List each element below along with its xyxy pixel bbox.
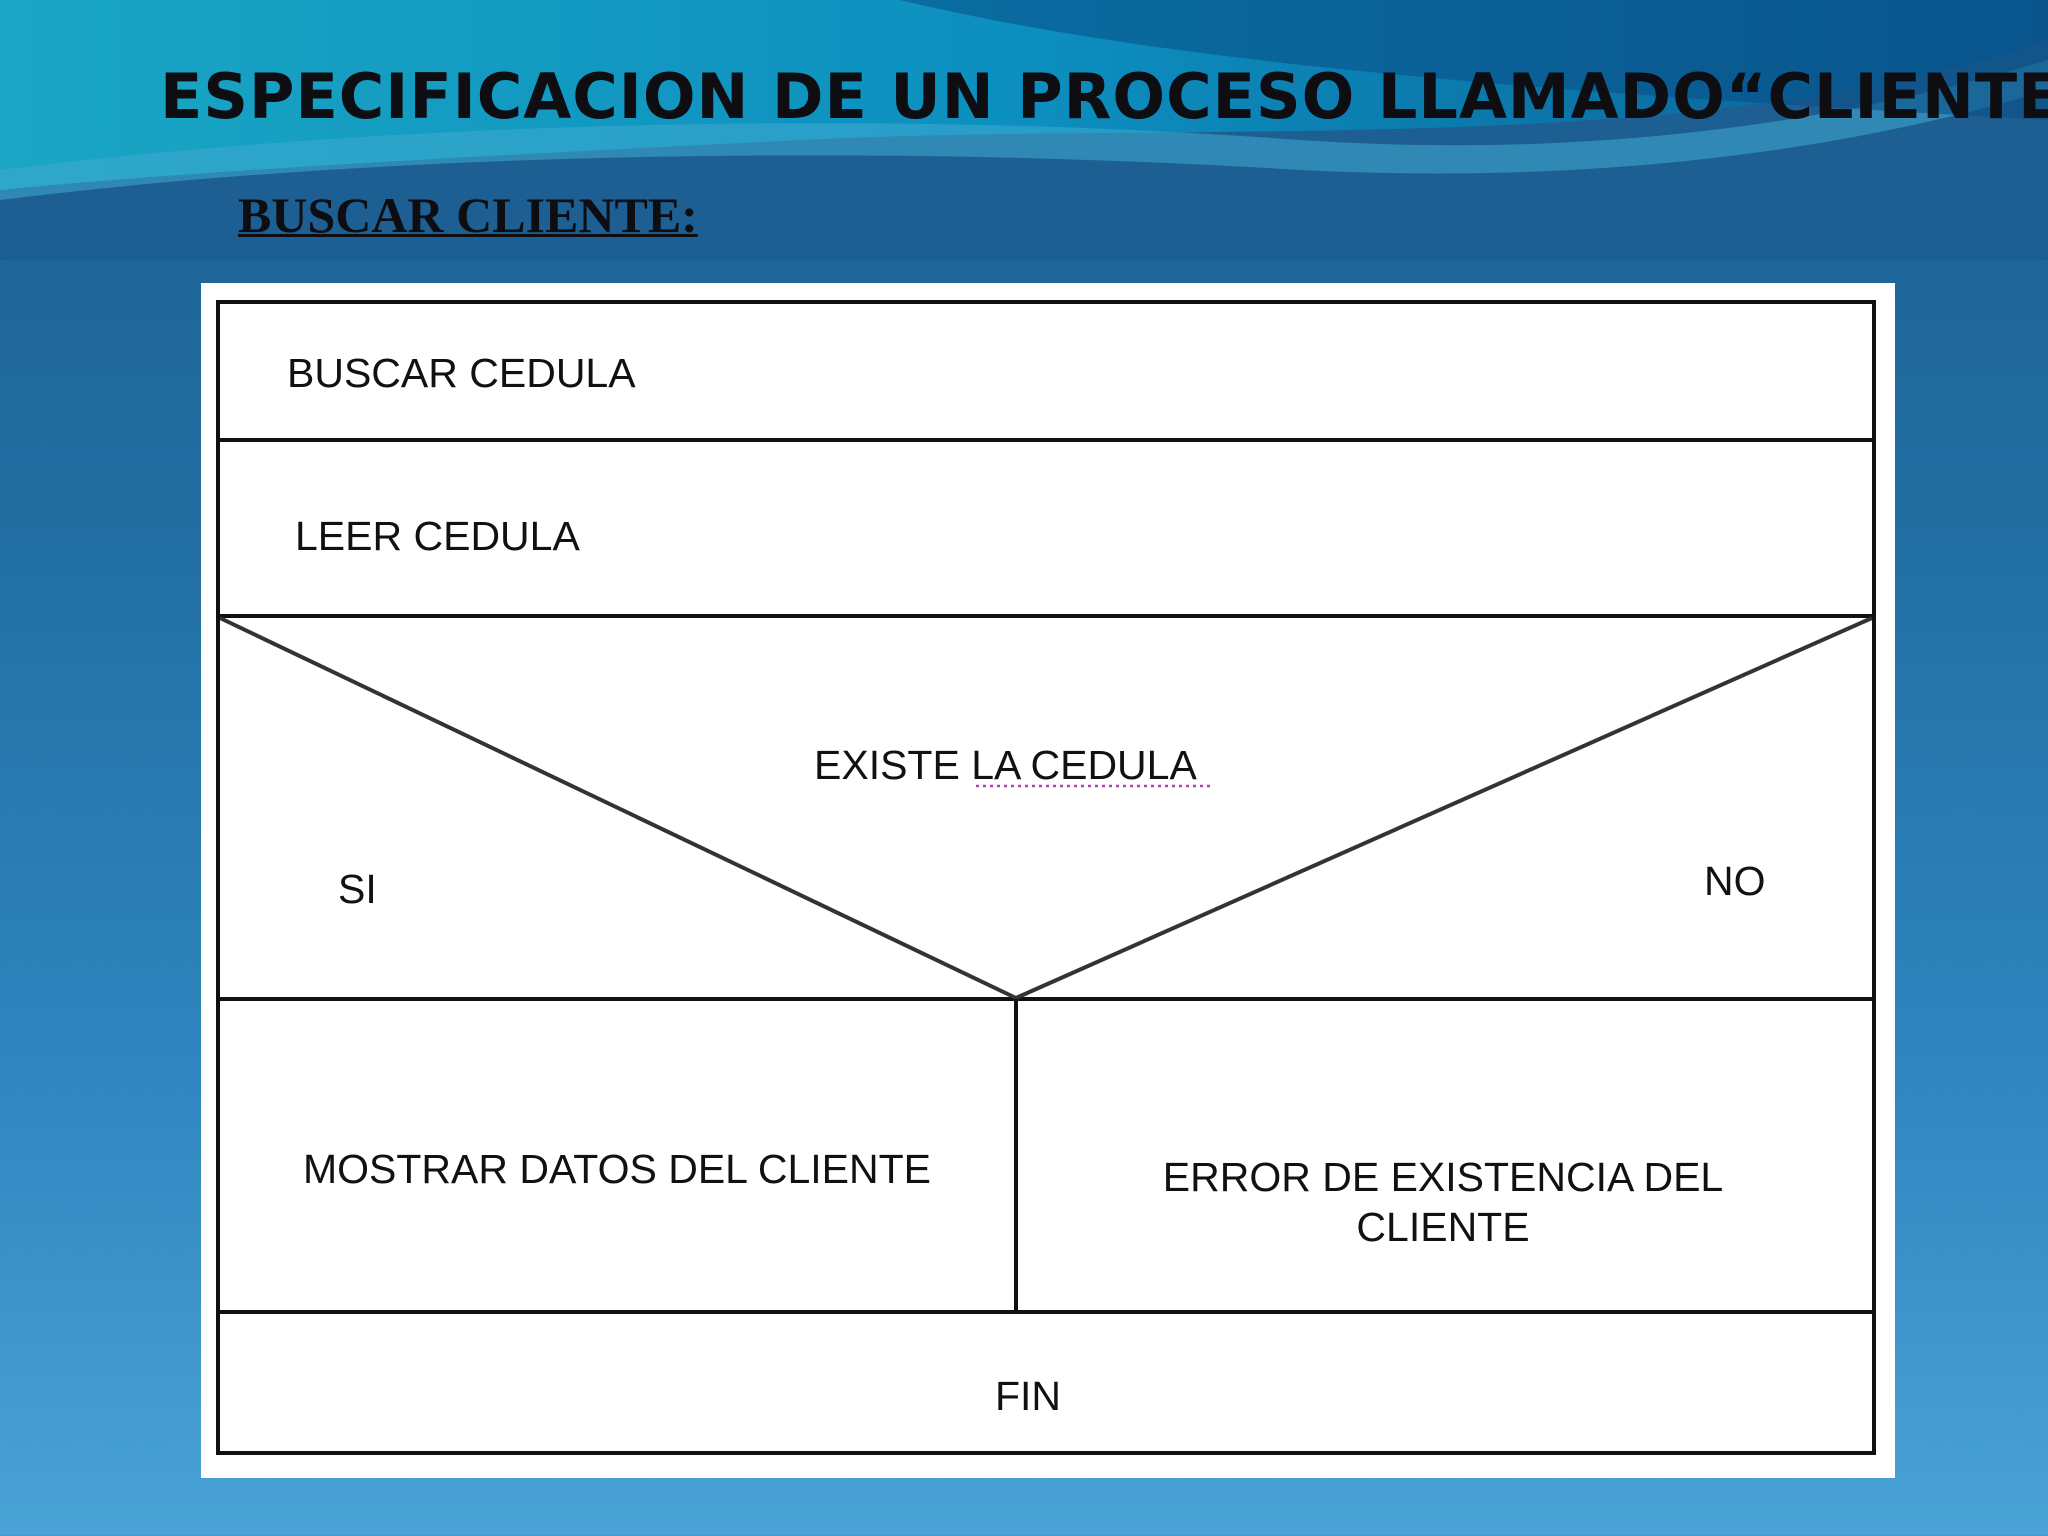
step-leer-cedula: LEER CEDULA	[295, 513, 580, 559]
yes-branch-action: MOSTRAR DATOS DEL CLIENTE	[303, 1146, 931, 1192]
decision-left-diagonal	[219, 616, 1017, 1000]
decision-yes-label: SI	[338, 866, 377, 912]
end-block: FIN	[995, 1373, 1061, 1419]
header-wave-decoration	[0, 0, 2048, 260]
diagram-frame	[216, 300, 1876, 1455]
decision-question: EXISTE LA CEDULA	[814, 742, 1197, 788]
nassi-shneiderman-diagram: BUSCAR CEDULA LEER CEDULA EXISTE LA CEDU…	[201, 283, 1895, 1478]
no-branch-action-line-2: CLIENTE	[1356, 1204, 1529, 1250]
decision-no-label: NO	[1704, 858, 1766, 904]
no-branch-action-line-1: ERROR DE EXISTENCIA DEL	[1163, 1154, 1723, 1200]
slide-title: ESPECIFICACION DE UN PROCESO LLAMADO“CLI…	[160, 60, 2048, 133]
process-subtitle: BUSCAR CLIENTE:	[238, 187, 698, 243]
step-buscar-cedula: BUSCAR CEDULA	[287, 350, 636, 396]
decision-right-diagonal	[1015, 616, 1873, 1000]
diagram-canvas: BUSCAR CEDULA LEER CEDULA EXISTE LA CEDU…	[216, 300, 1876, 1455]
